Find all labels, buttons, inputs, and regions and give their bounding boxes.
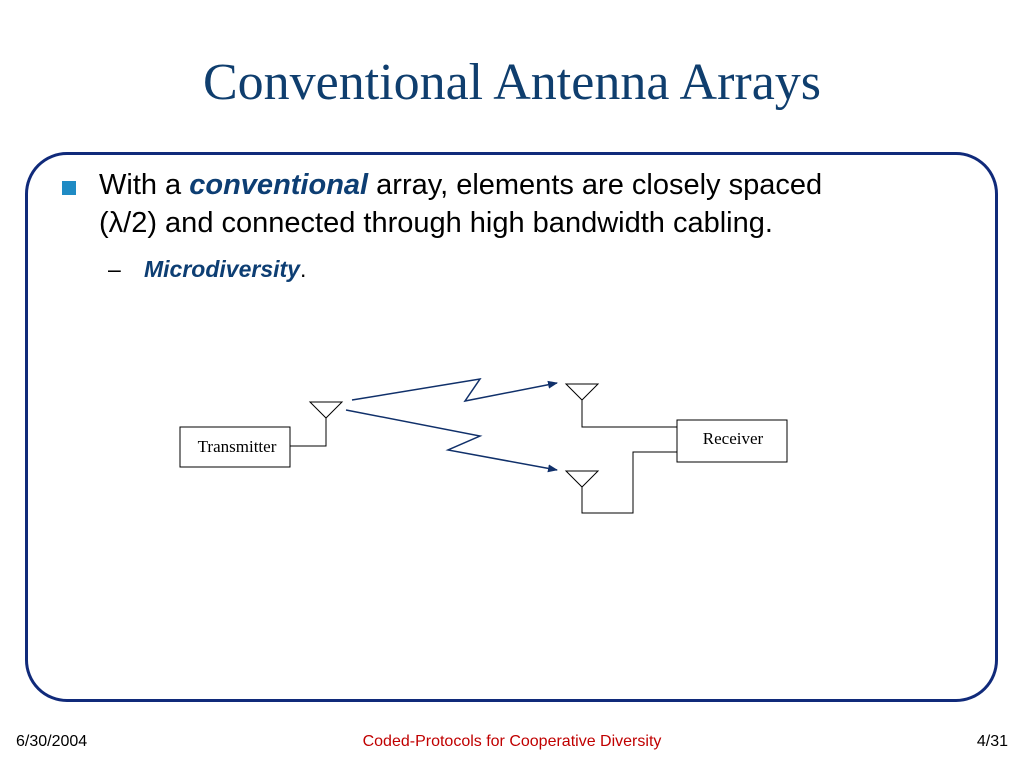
content-frame [25, 152, 998, 702]
dash-bullet: – [108, 256, 121, 282]
receiver-box [676, 419, 788, 463]
footer-title: Coded-Protocols for Cooperative Diversit… [362, 733, 662, 750]
transmitter-box [179, 426, 291, 468]
bullet-suffix: array, elements are closely spaced [368, 169, 823, 201]
bullet-prefix: With a [99, 169, 190, 201]
sub-bullet-emphasis: Microdiversity [144, 256, 300, 282]
footer-page-number: 4/31 [976, 733, 1008, 750]
sub-bullet-trailing: . [299, 256, 307, 282]
wireless-link-upper [351, 377, 558, 403]
bullet-text: With a conventional array, elements are … [99, 166, 969, 242]
bullet-emphasis: conventional [189, 169, 369, 201]
transmit-antenna-icon [290, 401, 344, 447]
footer-date: 6/30/2004 [16, 733, 88, 750]
wireless-link-lower [345, 409, 558, 473]
transmitter-label: Transmitter [198, 437, 277, 456]
bullet-line2: (λ/2) and connected through high bandwid… [99, 207, 773, 239]
square-bullet-icon [62, 181, 76, 195]
receive-antenna-2-icon [564, 451, 677, 514]
receiver-label: Receiver [703, 429, 764, 448]
receive-antenna-1-icon [564, 383, 677, 428]
slide-title: Conventional Antenna Arrays [202, 54, 822, 111]
